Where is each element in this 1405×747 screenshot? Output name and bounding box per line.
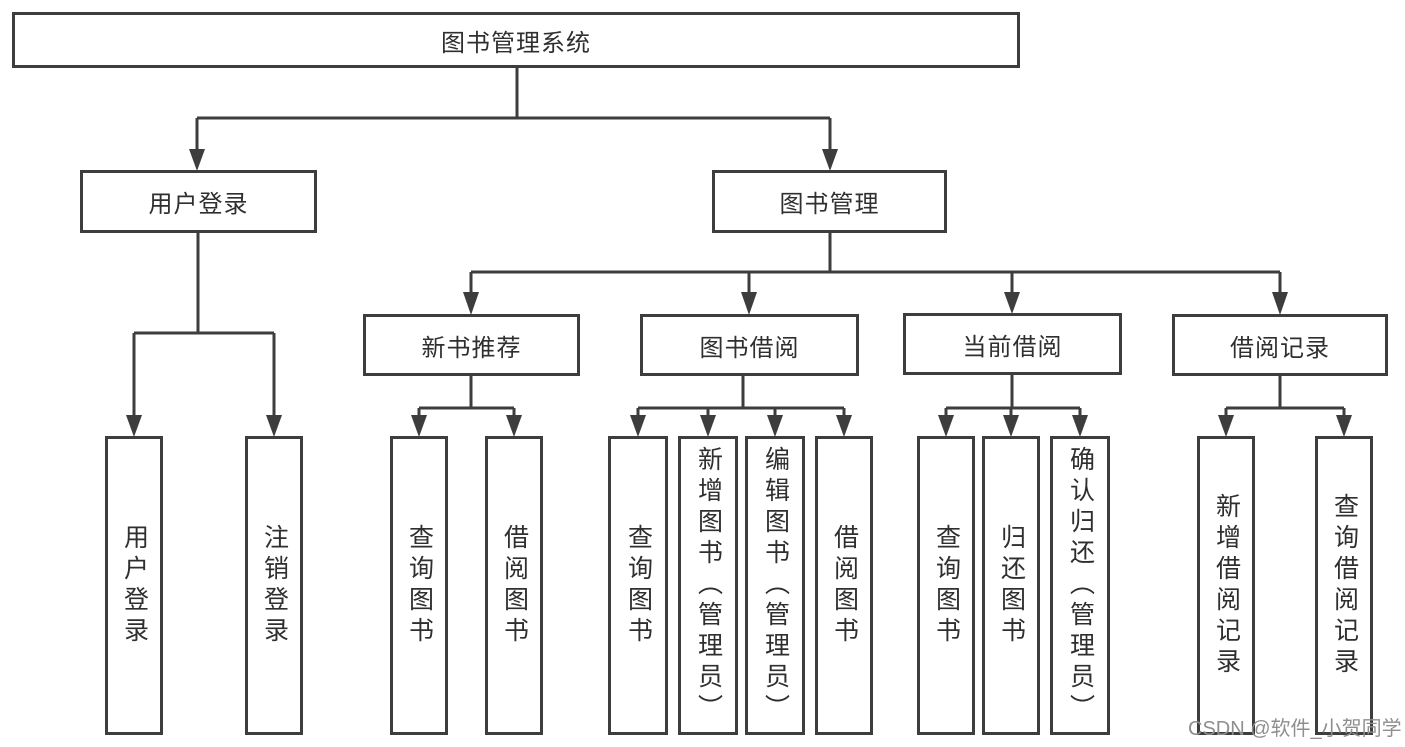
- node-user-login: 用户登录: [80, 170, 317, 233]
- leaf-query-books: 查询图书: [608, 436, 668, 735]
- leaf-query-books: 查询图书: [390, 436, 448, 735]
- leaf-confirm-return-admin: 确认归还（管理员）: [1050, 436, 1110, 735]
- node-new-book-recommend: 新书推荐: [363, 314, 580, 376]
- leaf-return-books: 归还图书: [982, 436, 1040, 735]
- node-library-system: 图书管理系统: [12, 12, 1020, 68]
- connector-root: [189, 68, 838, 171]
- connector-cur-borrow: [938, 375, 1088, 437]
- leaf-edit-books-admin: 编辑图书（管理员）: [745, 436, 805, 735]
- connector-borrow-rec: [1218, 376, 1352, 437]
- node-book-management: 图书管理: [712, 170, 947, 233]
- leaf-add-books-admin: 新增图书（管理员）: [678, 436, 738, 735]
- node-borrow-records: 借阅记录: [1172, 314, 1388, 376]
- connector-book-borrow: [630, 376, 852, 437]
- leaf-user-login: 用户登录: [105, 436, 163, 735]
- node-book-borrowing: 图书借阅: [640, 314, 859, 376]
- connector-new-book: [411, 376, 522, 437]
- connector-book-mgmt: [463, 233, 1288, 315]
- leaf-query-books: 查询图书: [917, 436, 975, 735]
- node-current-borrowing: 当前借阅: [903, 313, 1122, 375]
- leaf-logout: 注销登录: [245, 436, 303, 735]
- leaf-add-borrow-record: 新增借阅记录: [1197, 436, 1255, 735]
- leaf-borrow-books: 借阅图书: [815, 436, 873, 735]
- leaf-query-borrow-record: 查询借阅记录: [1315, 436, 1373, 735]
- leaf-borrow-books: 借阅图书: [485, 436, 543, 735]
- connector-user-login: [126, 233, 282, 437]
- csdn-watermark: CSDN @软件_小贺同学: [1188, 718, 1402, 740]
